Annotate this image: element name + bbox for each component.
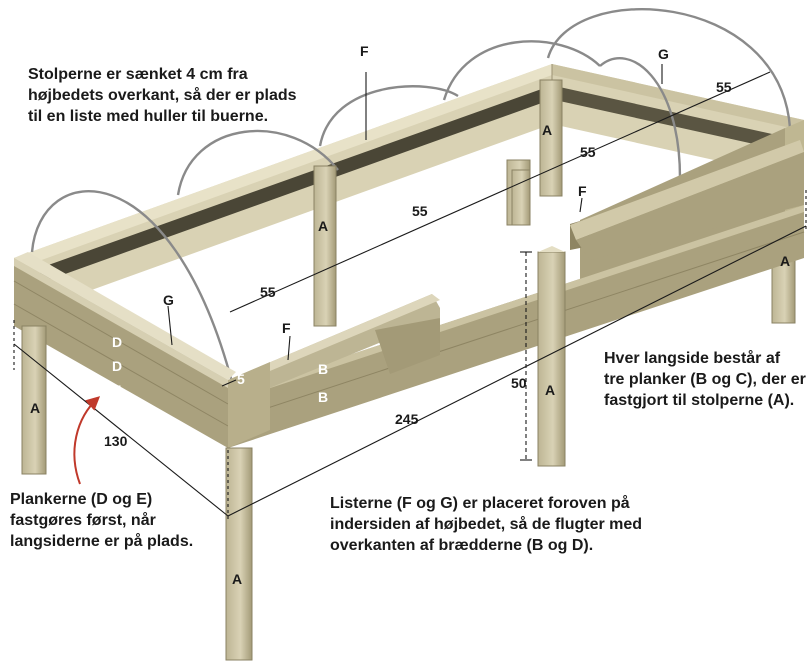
label-a-front-left: A (30, 400, 40, 416)
dim-arch-spacing-4: 55 (716, 79, 732, 95)
label-a-back-corner: A (542, 122, 552, 138)
dim-width: 130 (104, 433, 128, 449)
label-a-inner-left: A (318, 218, 328, 234)
label-b-lower: B (318, 389, 328, 405)
note-short-side-planks: Plankerne (D og E) fastgøres først, når … (10, 491, 194, 550)
front-corner (228, 362, 270, 448)
left-short-side (13, 252, 236, 448)
dim-arch-spacing-2: 55 (412, 203, 428, 219)
dimension-lines (13, 64, 807, 520)
label-e: E (112, 382, 121, 398)
label-c: C (318, 418, 328, 434)
label-f-front: F (282, 320, 291, 336)
label-g-left: G (163, 292, 174, 308)
front-long-side (227, 140, 805, 448)
dim-arch-spacing-1: 55 (260, 284, 276, 300)
front-middle-post (537, 246, 566, 467)
red-pointer-arrow (73, 396, 101, 485)
label-a-front-middle: A (545, 382, 555, 398)
label-d-lower: D (112, 358, 122, 374)
note-post-sunken: Stolperne er sænket 4 cm fra højbedets o… (28, 66, 297, 125)
note-lists-placement: Listerne (F og G) er placeret foroven på… (330, 495, 643, 554)
inner-posts (313, 79, 563, 327)
label-f-top: F (360, 43, 369, 59)
dimension-values: 55 55 55 55 5 130 245 50 (104, 79, 732, 449)
label-d-upper: D (112, 334, 122, 350)
label-f-right: F (578, 183, 587, 199)
front-legs (21, 325, 253, 661)
label-g-right: G (658, 46, 669, 62)
arches (30, 8, 792, 383)
dim-height: 50 (511, 375, 527, 391)
note-long-side-planks: Hver langside består af tre planker (B o… (604, 350, 806, 409)
label-a-front-corner: A (232, 571, 242, 587)
dim-list-inset: 5 (237, 371, 245, 387)
label-a-right: A (780, 253, 790, 269)
dim-length: 245 (395, 411, 419, 427)
label-b-upper: B (318, 361, 328, 377)
part-labels: A A A A A A F F F G G D D E B B C (30, 43, 790, 587)
dim-arch-spacing-3: 55 (580, 144, 596, 160)
